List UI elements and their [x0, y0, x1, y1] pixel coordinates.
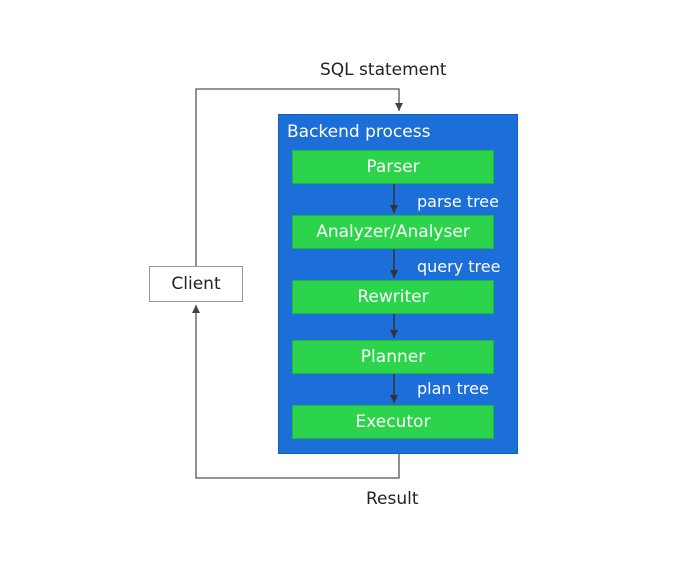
result-label: Result	[366, 489, 419, 509]
edge-label-query-tree: query tree	[417, 257, 501, 276]
stage-arrows	[390, 184, 398, 403]
stage-executor: Executor	[292, 405, 494, 439]
edge-label-plan-tree: plan tree	[417, 379, 489, 398]
backend-process-title: Backend process	[287, 122, 431, 142]
client-box: Client	[149, 266, 243, 302]
backend-process-box: Backend process Parser Analyzer/Analyser…	[278, 114, 518, 454]
stage-planner: Planner	[292, 340, 494, 374]
request-connector	[195, 88, 403, 266]
stage-rewriter: Rewriter	[292, 280, 494, 314]
edge-label-parse-tree: parse tree	[417, 192, 499, 211]
stage-analyzer-label: Analyzer/Analyser	[316, 222, 470, 242]
stage-planner-label: Planner	[360, 347, 426, 367]
stage-parser: Parser	[292, 150, 494, 184]
client-label: Client	[171, 274, 221, 294]
stage-analyzer: Analyzer/Analyser	[292, 215, 494, 249]
stage-executor-label: Executor	[355, 412, 431, 432]
stage-parser-label: Parser	[366, 157, 420, 177]
stage-rewriter-label: Rewriter	[357, 287, 429, 307]
result-connector	[192, 305, 400, 479]
sql-statement-label: SQL statement	[320, 60, 447, 80]
